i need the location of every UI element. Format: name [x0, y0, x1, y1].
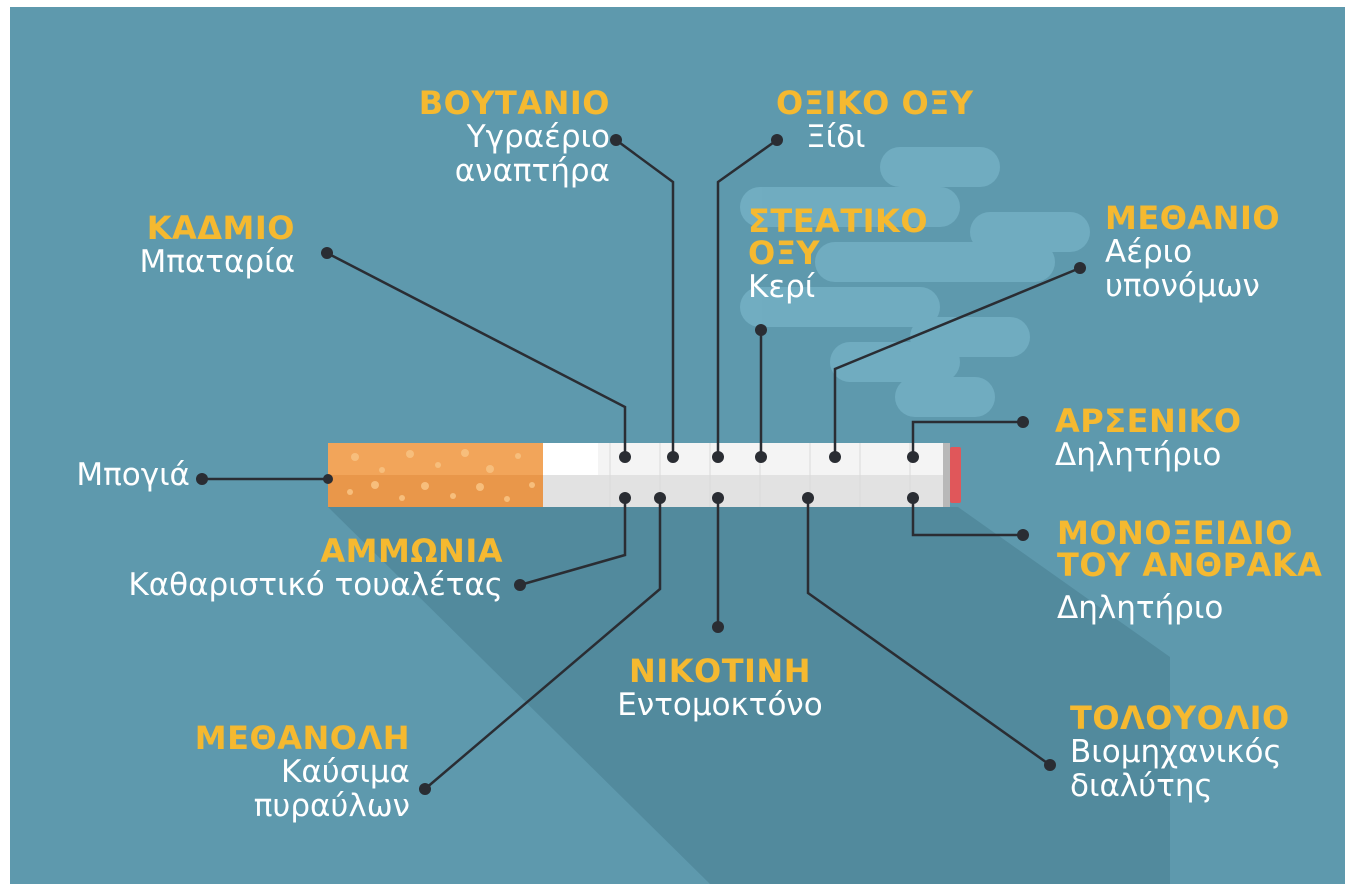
- leader-line-methane: [833, 266, 1081, 457]
- methane-title: ΜΕΘΑΝΙΟ: [1105, 199, 1281, 237]
- leader-lines: [202, 138, 1081, 790]
- label-stearic-acid: ΣΤΕΑΤΙΚΟ ΟΞΥ Κερί: [748, 205, 928, 303]
- ammonia-line1: Καθαριστικό τουαλέτας: [128, 567, 503, 603]
- leader-line-cadmium: [326, 251, 627, 457]
- methanol-line1: Καύσιμα: [281, 754, 410, 790]
- label-cadmium: ΚΑΔΜΙΟ Μπαταρία: [70, 212, 295, 278]
- stearic-title2: ΟΞΥ: [748, 234, 821, 272]
- toluene-line2: διαλύτης: [1070, 768, 1213, 804]
- cadmium-title: ΚΑΔΜΙΟ: [146, 209, 295, 247]
- cigarette-paper: [543, 443, 950, 507]
- cigarette-tip: [950, 447, 961, 503]
- cigarette-illustration: [196, 134, 1170, 884]
- label-ammonia: ΑΜΜΩΝΙΑ Καθαριστικό τουαλέτας: [70, 535, 503, 601]
- label-carbon-monoxide: ΜΟΝΟΞΕΙΔΙΟ ΤΟΥ ΑΝΘΡΑΚΑ Δηλητήριο: [1057, 517, 1322, 624]
- leader-line-methanol: [424, 498, 662, 790]
- co-title2: ΤΟΥ ΑΝΘΡΑΚΑ: [1057, 546, 1323, 584]
- filter-label: Μπογιά: [76, 457, 190, 493]
- leader-dots: [196, 134, 1086, 795]
- acetic-line1: Ξίδι: [806, 119, 866, 155]
- leader-line-carbon-monoxide: [911, 498, 1023, 537]
- methanol-title: ΜΕΘΑΝΟΛΗ: [194, 719, 410, 757]
- cigarette-shadow: [328, 507, 1170, 884]
- acetic-title: ΟΞΙΚΟ ΟΞΥ: [776, 84, 974, 122]
- stearic-title1: ΣΤΕΑΤΙΚΟ: [748, 202, 929, 240]
- stearic-line1: Κερί: [748, 269, 816, 305]
- butane-line1: Υγραέριο: [466, 119, 610, 155]
- label-methane: ΜΕΘΑΝΙΟ Αέριο υπονόμων: [1105, 202, 1280, 302]
- label-methanol: ΜΕΘΑΝΟΛΗ Καύσιμα πυραύλων: [160, 722, 410, 822]
- arsenic-title: ΑΡΣΕΝΙΚΟ: [1055, 402, 1242, 440]
- leader-line-ammonia: [519, 498, 627, 587]
- methane-line1: Αέριο: [1105, 234, 1193, 270]
- infographic: Μπογιά ΒΟΥΤΑΝΙΟ Υγραέριο αναπτήρα ΟΞΙΚΟ …: [10, 7, 1345, 884]
- label-nicotine: ΝΙΚΟΤΙΝΗ Εντομοκτόνο: [600, 655, 840, 721]
- nicotine-line1: Εντομοκτόνο: [617, 687, 823, 723]
- butane-title: ΒΟΥΤΑΝΙΟ: [418, 84, 610, 122]
- leader-line-acetic: [716, 138, 778, 457]
- methane-line2: υπονόμων: [1105, 268, 1260, 304]
- label-acetic-acid: ΟΞΙΚΟ ΟΞΥ Ξίδι: [776, 87, 974, 153]
- label-filter: Μπογιά: [50, 457, 190, 491]
- leader-line-butane: [615, 138, 675, 457]
- methanol-line2: πυραύλων: [253, 788, 410, 824]
- cigarette-filter: [328, 443, 543, 507]
- leader-line-arsenic: [911, 420, 1023, 457]
- arsenic-line1: Δηλητήριο: [1055, 437, 1222, 473]
- butane-line2: αναπτήρα: [454, 153, 610, 189]
- nicotine-title: ΝΙΚΟΤΙΝΗ: [629, 652, 811, 690]
- leader-line-toluene: [806, 498, 1051, 767]
- co-line1: Δηλητήριο: [1057, 590, 1224, 626]
- co-title1: ΜΟΝΟΞΕΙΔΙΟ: [1057, 514, 1293, 552]
- ammonia-title: ΑΜΜΩΝΙΑ: [320, 532, 503, 570]
- label-toluene: ΤΟΛΟΥΟΛΙΟ Βιομηχανικός διαλύτης: [1070, 702, 1290, 802]
- label-butane: ΒΟΥΤΑΝΙΟ Υγραέριο αναπτήρα: [390, 87, 610, 187]
- toluene-title: ΤΟΛΟΥΟΛΙΟ: [1070, 699, 1290, 737]
- cadmium-line1: Μπαταρία: [139, 244, 295, 280]
- label-arsenic: ΑΡΣΕΝΙΚΟ Δηλητήριο: [1055, 405, 1242, 471]
- toluene-line1: Βιομηχανικός: [1070, 734, 1282, 770]
